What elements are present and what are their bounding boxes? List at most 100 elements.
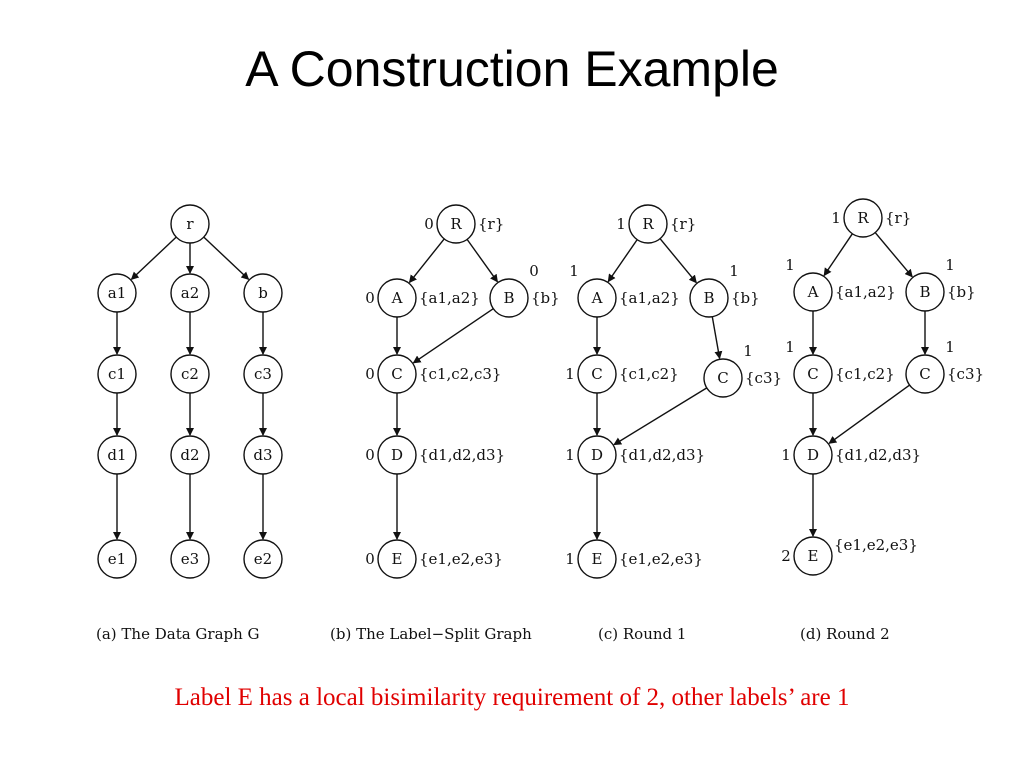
node-label: B — [703, 289, 714, 307]
extent-label: {c1,c2} — [619, 365, 679, 383]
extent-label: {a1,a2} — [619, 289, 680, 307]
node-circle — [97, 435, 137, 475]
node-d-A: A{a1,a2}1 — [785, 256, 896, 312]
node-c-R: R {r} 1 — [616, 204, 696, 244]
bisimilarity-k-label: 1 — [565, 550, 575, 568]
node-circle — [577, 435, 617, 475]
extent-label: {c3} — [745, 369, 782, 387]
extent-label: {b} — [947, 283, 976, 301]
extent-label: {c1,c2,c3} — [419, 365, 501, 383]
node-label: r — [186, 215, 194, 233]
node-a-b: b — [243, 273, 283, 313]
node-circle — [243, 354, 283, 394]
node-circle — [628, 204, 668, 244]
node-circle — [793, 536, 833, 576]
node-d-C2: C{c3}1 — [905, 338, 984, 394]
edge-c-R-B — [659, 238, 697, 284]
node-a-e1: e1 — [97, 539, 137, 579]
node-b-C: C{c1,c2,c3}0 — [365, 354, 501, 394]
node-circle — [243, 539, 283, 579]
extent-label: {a1,a2} — [419, 289, 480, 307]
node-d-B: B{b}1 — [905, 256, 976, 312]
node-label: d3 — [253, 446, 272, 464]
node-b-E: E{e1,e2,e3}0 — [365, 539, 503, 579]
node-label: b — [258, 284, 268, 302]
node-circle — [170, 354, 210, 394]
node-circle — [170, 273, 210, 313]
node-label: c1 — [108, 365, 126, 383]
edge-d-R-A — [823, 233, 853, 277]
node-label: R — [642, 215, 654, 233]
edges-layer — [113, 232, 929, 540]
node-a-c2: c2 — [170, 354, 210, 394]
extent-label: {b} — [531, 289, 560, 307]
captions-layer: (a) The Data Graph G(b) The Label−Split … — [96, 625, 890, 643]
node-label: a1 — [108, 284, 127, 302]
node-a-a2: a2 — [170, 273, 210, 313]
node-c-B: B{b}1 — [689, 262, 760, 318]
bisimilarity-k-label: 1 — [945, 338, 955, 356]
node-circle — [689, 278, 729, 318]
edge-c-C2-D — [613, 387, 708, 446]
bisimilarity-k-label: 0 — [365, 289, 375, 307]
node-label: d2 — [180, 446, 199, 464]
bisimilarity-k-label: 1 — [616, 215, 626, 233]
node-a-c1: c1 — [97, 354, 137, 394]
node-circle — [97, 539, 137, 579]
caption-d: (d) Round 2 — [800, 625, 890, 643]
bisimilarity-k-label: 0 — [365, 446, 375, 464]
node-label: E — [808, 547, 819, 565]
node-d-R: R {r} 1 — [831, 198, 911, 238]
node-circle — [377, 354, 417, 394]
node-circle — [793, 435, 833, 475]
node-b-D: D{d1,d2,d3}0 — [365, 435, 505, 475]
extent-label: {d1,d2,d3} — [835, 446, 921, 464]
node-circle — [170, 539, 210, 579]
bisimilarity-k-label: 0 — [365, 550, 375, 568]
extent-label: {d1,d2,d3} — [419, 446, 505, 464]
node-d-E: E {e1,e2,e3} 2 — [781, 536, 918, 576]
bisimilarity-k-label: 2 — [781, 547, 791, 565]
node-label: C — [807, 365, 818, 383]
node-b-R: R{r}0 — [424, 204, 504, 244]
node-label: c3 — [254, 365, 272, 383]
node-label: C — [717, 369, 728, 387]
extent-label: {e1,e2,e3} — [419, 550, 503, 568]
node-a-r: r — [170, 204, 210, 244]
extent-label: {c1,c2} — [835, 365, 895, 383]
node-c-A: A{a1,a2}1 — [569, 262, 680, 318]
node-circle — [703, 358, 743, 398]
node-label: B — [919, 283, 930, 301]
bisimilarity-k-label: 1 — [565, 365, 575, 383]
node-c-E: E{e1,e2,e3}1 — [565, 539, 703, 579]
node-label: A — [591, 289, 603, 307]
node-circle — [377, 435, 417, 475]
node-circle — [170, 435, 210, 475]
footer-note: Label E has a local bisimilarity require… — [174, 684, 850, 711]
node-d-D: D{d1,d2,d3}1 — [781, 435, 921, 475]
edge-a-r-a1 — [130, 236, 177, 280]
node-circle — [377, 539, 417, 579]
node-label: e1 — [108, 550, 126, 568]
edge-b-B-C — [412, 308, 494, 364]
node-c-C2: C{c3}1 — [703, 342, 782, 398]
node-c-D: D{d1,d2,d3}1 — [565, 435, 705, 475]
slide-title: A Construction Example — [245, 41, 779, 97]
node-a-e3: e3 — [170, 539, 210, 579]
node-label: B — [503, 289, 514, 307]
edge-c-B-C2 — [711, 316, 723, 360]
node-label: D — [807, 446, 819, 464]
extent-label: {c3} — [947, 365, 984, 383]
extent-label: {r} — [885, 209, 911, 227]
node-circle — [905, 272, 945, 312]
bisimilarity-k-label: 1 — [785, 338, 795, 356]
caption-c: (c) Round 1 — [598, 625, 686, 643]
caption-b: (b) The Label−Split Graph — [330, 625, 532, 643]
node-d-C1: C {c1,c2} 1 — [785, 338, 895, 394]
extent-label: {e1,e2,e3} — [834, 536, 918, 554]
node-circle — [577, 539, 617, 579]
extent-label: {r} — [670, 215, 696, 233]
node-label: R — [857, 209, 869, 227]
extent-label: {r} — [478, 215, 504, 233]
bisimilarity-k-label: 1 — [831, 209, 841, 227]
